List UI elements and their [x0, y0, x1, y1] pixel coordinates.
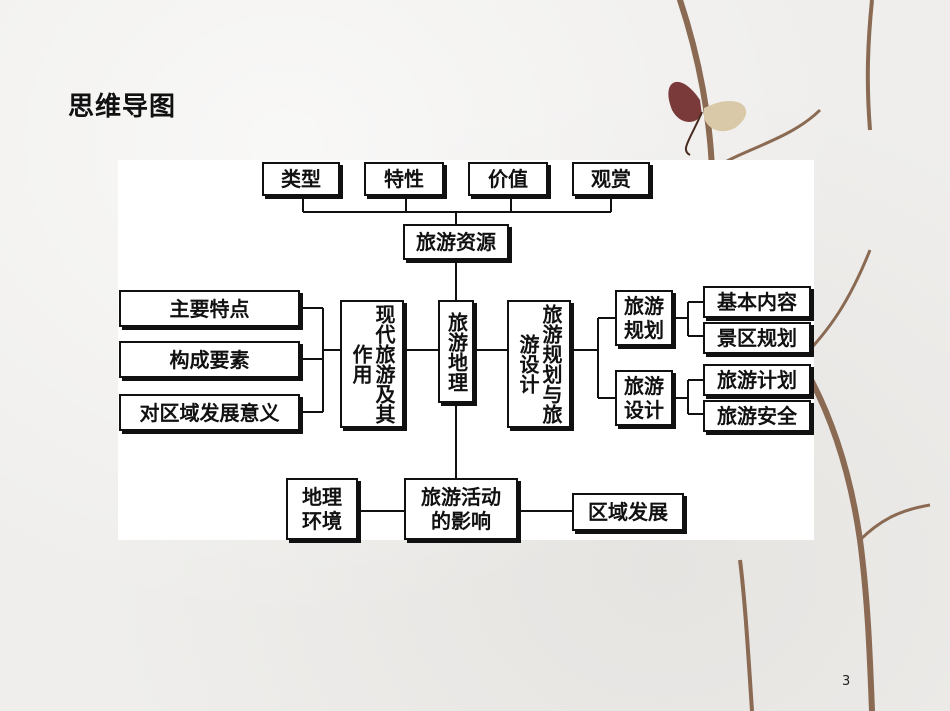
node-characteristics: 特性: [364, 162, 444, 196]
node-tourism-planning: 旅游 规划: [615, 290, 673, 346]
node-regional-significance: 对区域发展意义: [119, 394, 300, 431]
slide-title: 思维导图: [68, 92, 177, 122]
page-number: 3: [842, 674, 851, 689]
node-scenic-planning: 景区规划: [703, 322, 811, 354]
node-modern-tourism: 现代旅游及其作用: [340, 300, 404, 428]
node-main-features: 主要特点: [119, 290, 300, 327]
node-geographic-environment: 地理 环境: [286, 478, 358, 540]
node-tourism-geography: 旅游地理: [438, 300, 474, 403]
node-basic-content: 基本内容: [703, 286, 811, 318]
node-components: 构成要素: [119, 341, 300, 378]
node-tourism-safety: 旅游安全: [703, 400, 811, 432]
node-planning-and-design: 旅游规划与旅游设计: [507, 300, 571, 428]
butterfly-icon: [668, 81, 747, 156]
node-tourism-impact: 旅游活动 的影响: [404, 478, 518, 540]
node-tourism-resources: 旅游资源: [403, 224, 509, 260]
node-value: 价值: [468, 162, 548, 196]
node-appreciation: 观赏: [572, 162, 650, 196]
node-type: 类型: [262, 162, 340, 196]
node-tourism-design: 旅游 设计: [615, 370, 673, 426]
node-tourism-plan: 旅游计划: [703, 364, 811, 396]
mind-map-panel: 类型 特性 价值 观赏 旅游资源 旅游地理 主要特点 构成要素 对区域发展意义 …: [118, 160, 814, 540]
connector-lines: [300, 196, 703, 512]
node-regional-development: 区域发展: [572, 493, 684, 531]
